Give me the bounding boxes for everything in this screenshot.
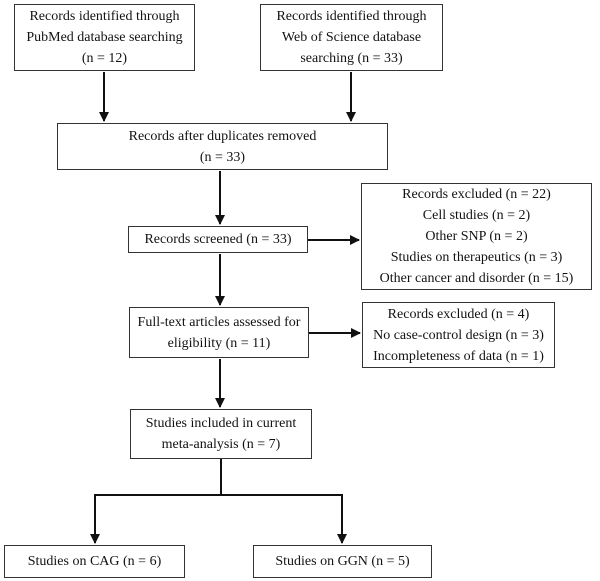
node-text-line: meta-analysis (n = 7) bbox=[161, 437, 281, 452]
node-studies-included: Studies included in current meta-analysi… bbox=[130, 409, 312, 459]
node-text-line: Records identified through bbox=[276, 9, 427, 24]
node-text-line: Records excluded (n = 22) bbox=[402, 187, 551, 202]
node-text-line: eligibility (n = 11) bbox=[167, 335, 271, 351]
node-text-line: (n = 33) bbox=[199, 149, 246, 165]
node-records-excluded-fulltext: Records excluded (n = 4) No case-control… bbox=[362, 302, 555, 368]
node-text-line: searching (n = 33) bbox=[300, 51, 403, 66]
node-text-line: Incompleteness of data (n = 1) bbox=[373, 348, 544, 364]
node-records-web-of-science: Records identified through Web of Scienc… bbox=[260, 4, 443, 71]
node-text-line: Records after duplicates removed bbox=[128, 128, 317, 144]
node-text-line: Cell studies (n = 2) bbox=[422, 208, 531, 223]
node-records-excluded-screening: Records excluded (n = 22) Cell studies (… bbox=[361, 183, 592, 290]
node-records-screened: Records screened (n = 33) bbox=[128, 226, 308, 253]
node-duplicates-removed: Records after duplicates removed (n = 33… bbox=[57, 123, 388, 170]
node-text-line: Studies on therapeutics (n = 3) bbox=[390, 250, 563, 265]
node-text-line: Web of Science database bbox=[281, 30, 422, 45]
node-text-line: Records excluded (n = 4) bbox=[387, 306, 530, 322]
node-text-line: Studies included in current bbox=[145, 416, 297, 431]
node-records-pubmed: Records identified through PubMed databa… bbox=[14, 4, 195, 71]
node-studies-ggn: Studies on GGN (n = 5) bbox=[253, 545, 432, 578]
node-text-line: (n = 12) bbox=[81, 51, 128, 66]
node-text-line: Records screened (n = 33) bbox=[144, 232, 292, 247]
node-text-line: No case-control design (n = 3) bbox=[373, 327, 544, 343]
node-text-line: Other SNP (n = 2) bbox=[425, 229, 528, 244]
node-text-line: Full-text articles assessed for bbox=[137, 314, 301, 330]
node-text-line: Studies on CAG (n = 6) bbox=[27, 554, 162, 569]
node-text-line: Studies on GGN (n = 5) bbox=[275, 554, 410, 569]
node-studies-cag: Studies on CAG (n = 6) bbox=[4, 545, 185, 578]
node-text-line: Other cancer and disorder (n = 15) bbox=[379, 271, 574, 286]
node-text-line: PubMed database searching bbox=[26, 30, 183, 45]
node-text-line: Records identified through bbox=[29, 9, 180, 24]
node-fulltext-assessed: Full-text articles assessed for eligibil… bbox=[129, 307, 309, 358]
